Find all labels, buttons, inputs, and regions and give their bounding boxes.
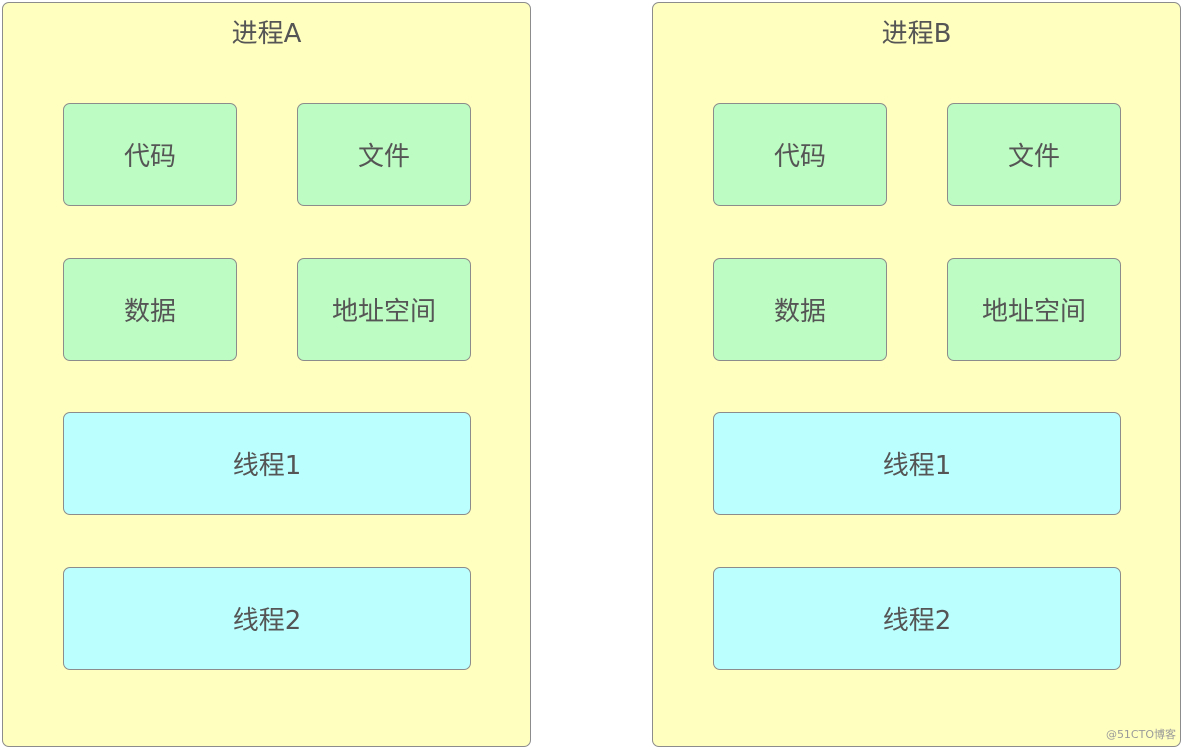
process-a-thread2-box: 线程2 [63, 567, 471, 670]
process-a-address-space-box: 地址空间 [297, 258, 471, 361]
process-b-title: 进程B [881, 19, 952, 49]
process-b-thread1-box: 线程1 [713, 412, 1121, 515]
process-b-file-box: 文件 [947, 103, 1121, 206]
process-a-container: 进程A 代码 文件 数据 地址空间 线程1 线程2 [2, 2, 531, 747]
process-a-file-box: 文件 [297, 103, 471, 206]
process-b-data-box: 数据 [713, 258, 887, 361]
process-a-thread1-box: 线程1 [63, 412, 471, 515]
process-b-container: 进程B 代码 文件 数据 地址空间 线程1 线程2 [652, 2, 1181, 747]
process-b-address-space-box: 地址空间 [947, 258, 1121, 361]
process-b-code-box: 代码 [713, 103, 887, 206]
process-a-data-box: 数据 [63, 258, 237, 361]
process-a-code-box: 代码 [63, 103, 237, 206]
watermark: @51CTO博客 [1105, 728, 1176, 741]
process-b-thread2-box: 线程2 [713, 567, 1121, 670]
process-a-title: 进程A [231, 19, 302, 49]
